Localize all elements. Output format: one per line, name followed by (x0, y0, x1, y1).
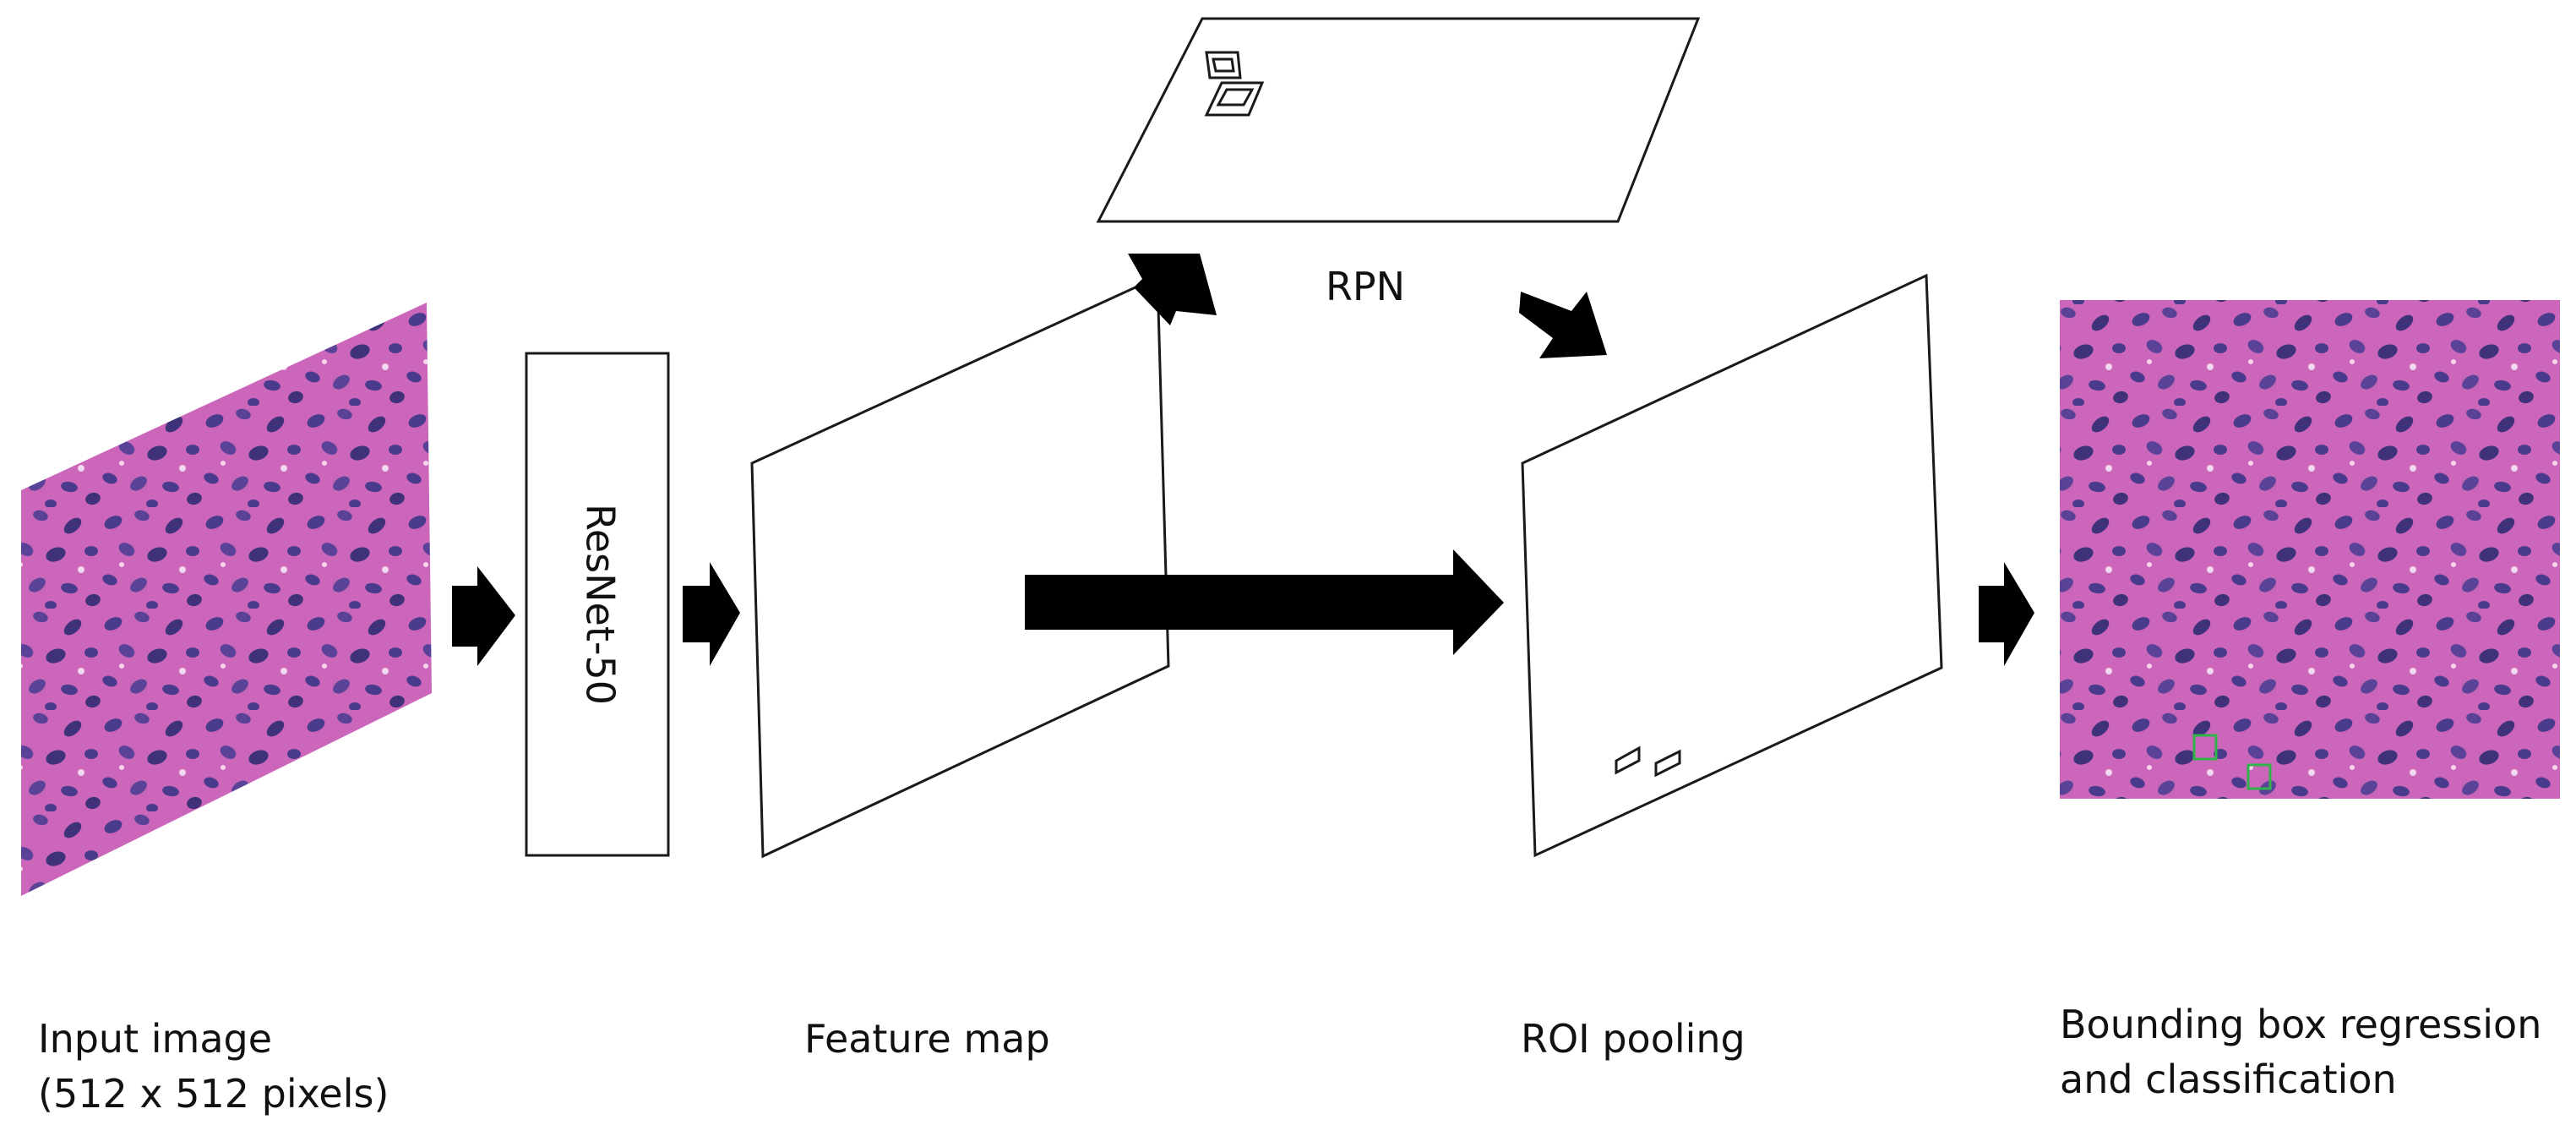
output-caption-line2: and classification (2060, 1057, 2397, 1102)
feature-map-caption: Feature map (804, 1016, 1050, 1062)
arrow-feature-map-to-roi (1025, 549, 1504, 655)
output-caption-line1: Bounding box regression (2060, 1002, 2541, 1047)
roi-pooling-plane (1521, 273, 1943, 858)
arrow-input-to-backbone (452, 566, 515, 666)
feature-map-plane (750, 275, 1170, 859)
input-image (21, 303, 432, 896)
arrow-rpn-to-roi (1519, 292, 1607, 358)
backbone-label: ResNet-50 (578, 504, 624, 705)
detection-box (2192, 734, 2218, 761)
detection-box (2247, 763, 2272, 790)
input-caption-line1: Input image (38, 1016, 272, 1062)
output-image (2060, 300, 2560, 799)
rpn-proposal-boxes (1204, 51, 1265, 117)
input-caption-line2: (512 x 512 pixels) (38, 1071, 389, 1117)
arrow-feature-map-to-rpn (1128, 254, 1217, 325)
rpn-label: RPN (1326, 264, 1405, 309)
resnet-backbone-box (525, 352, 670, 857)
roi-pooled-regions (1615, 745, 1681, 778)
roi-pooling-caption: ROI pooling (1521, 1016, 1745, 1062)
arrow-backbone-to-feature-map (683, 562, 740, 666)
rpn-plane (1096, 17, 1701, 223)
arrow-roi-to-output (1979, 562, 2034, 666)
